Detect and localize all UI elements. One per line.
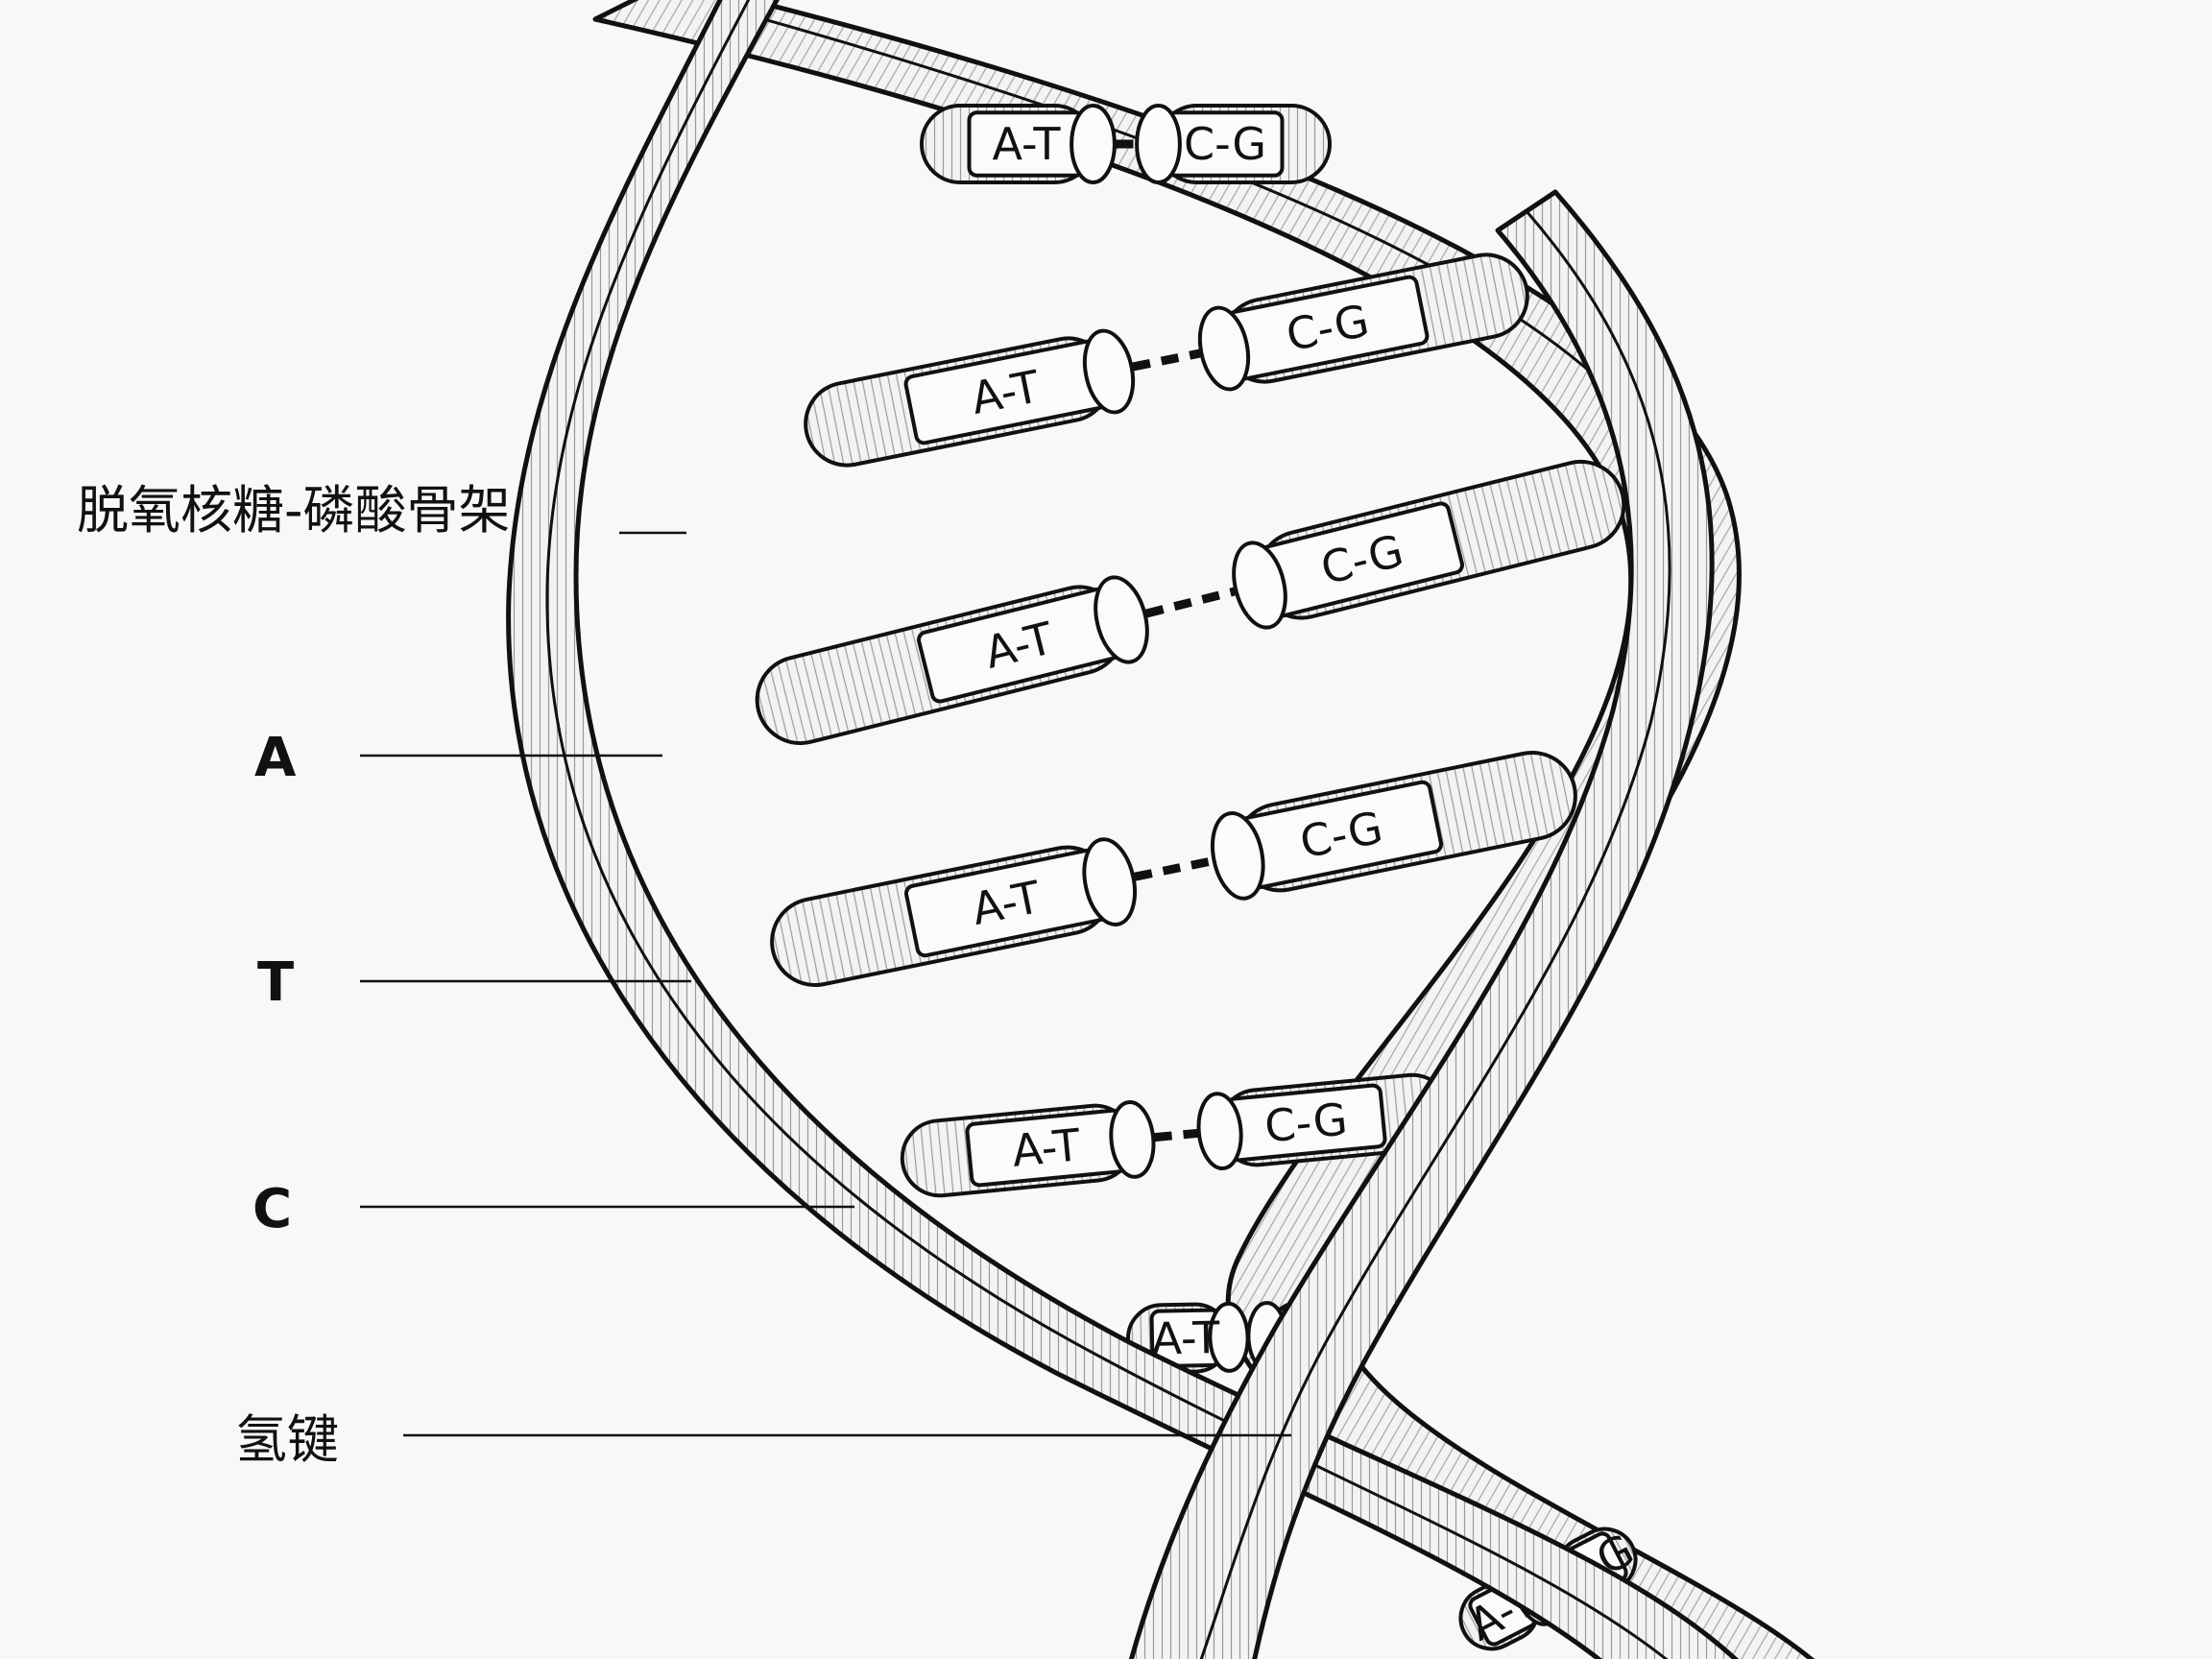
- base-pair-label-left: A-T: [1010, 1118, 1084, 1177]
- front-strand-ribbon: [506, 0, 1740, 1659]
- base-pair-label-right: C-G: [1262, 1093, 1350, 1152]
- base-pair-label-right: C-G: [1184, 118, 1266, 170]
- base-pair-label-left: A-T: [1151, 1311, 1221, 1364]
- label-c: C: [252, 1178, 292, 1240]
- label-backbone: 脱氧核糖-磷酸骨架: [77, 480, 511, 541]
- label-a: A: [254, 727, 297, 789]
- label-t: T: [257, 951, 294, 1014]
- base-pair-rod: A-T C-G: [920, 104, 1332, 184]
- labels: 脱氧核糖-磷酸骨架 A T C 氢键: [77, 480, 1291, 1470]
- crossing-strand-ribbon: [1128, 189, 1715, 1659]
- front-strand: [506, 0, 1740, 1659]
- base-pair-rod: A-TC-G: [755, 459, 1626, 746]
- base-pair-label-left: A-T: [993, 118, 1062, 170]
- base-pair-rod: A-TC-G: [804, 252, 1529, 468]
- label-hbond: 氢键: [235, 1409, 339, 1470]
- base-pair-rod: A-TC-G: [770, 750, 1577, 988]
- crossing-strand: [1128, 189, 1715, 1659]
